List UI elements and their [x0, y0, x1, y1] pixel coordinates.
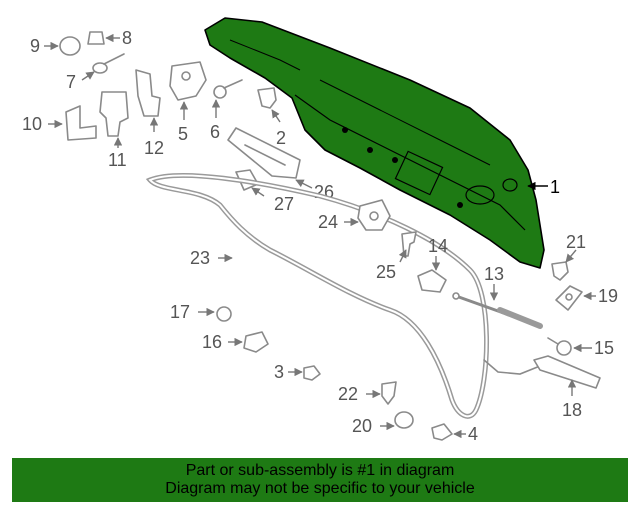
ballstud-part-15[interactable]: [547, 337, 572, 356]
callout-24: 24: [318, 212, 338, 232]
stop-part-22[interactable]: [381, 381, 397, 405]
footer-line-2: Diagram may not be specific to your vehi…: [165, 480, 475, 497]
cap-part-20[interactable]: [394, 411, 414, 429]
callout-5: 5: [178, 124, 188, 144]
callout-17: 17: [170, 302, 190, 322]
latch-part-24[interactable]: [357, 199, 391, 231]
hinge-part-11[interactable]: [99, 91, 129, 137]
callout-11: 11: [108, 150, 127, 170]
callout-18: 18: [562, 400, 582, 420]
bracket-part-19[interactable]: [555, 285, 583, 311]
bumper-part-21[interactable]: [551, 261, 569, 281]
weatherstrip-part-23[interactable]: [145, 172, 490, 419]
bolt-part-7[interactable]: [92, 53, 125, 74]
actuator-part-18[interactable]: [483, 355, 601, 389]
callout-10: 10: [22, 114, 42, 134]
callout-7: 7: [66, 72, 76, 92]
footer-line-1: Part or sub-assembly is #1 in diagram: [185, 462, 455, 479]
callout-6: 6: [210, 122, 220, 142]
parts-diagram: 1 9 8 7 10 11 12 5 6: [22, 17, 618, 444]
callout-1: 1: [550, 177, 560, 197]
bumper-part-2[interactable]: [257, 87, 277, 109]
handle-part-26[interactable]: [227, 127, 301, 179]
callout-22: 22: [338, 384, 358, 404]
hinge-part-5[interactable]: [169, 61, 207, 101]
footer-banner: Part or sub-assembly is #1 in diagram Di…: [12, 458, 628, 502]
clip-part-8[interactable]: [87, 31, 105, 45]
callout-13: 13: [484, 264, 504, 284]
callout-20: 20: [352, 416, 372, 436]
clip-part-4[interactable]: [431, 423, 453, 441]
callout-4: 4: [468, 424, 478, 444]
callout-25: 25: [376, 262, 396, 282]
callout-27: 27: [274, 194, 294, 214]
liftgate-part-1[interactable]: [204, 17, 545, 269]
callout-14: 14: [428, 236, 448, 256]
callout-9: 9: [30, 36, 40, 56]
callout-15: 15: [594, 338, 614, 358]
hinge-part-12[interactable]: [135, 69, 161, 117]
callout-12: 12: [144, 138, 164, 158]
fastener-part-3[interactable]: [303, 365, 321, 381]
clip-part-16[interactable]: [243, 331, 269, 353]
strut-part-13[interactable]: [452, 292, 543, 329]
callout-8: 8: [122, 28, 132, 48]
bolt-part-6[interactable]: [213, 79, 243, 99]
bracket-part-14[interactable]: [417, 269, 447, 293]
callout-19: 19: [598, 286, 618, 306]
callout-3: 3: [274, 362, 284, 382]
callout-23: 23: [190, 248, 210, 268]
callout-2: 2: [276, 128, 286, 148]
cap-part-9[interactable]: [59, 36, 81, 56]
bracket-part-10[interactable]: [65, 105, 97, 141]
grommet-part-17[interactable]: [216, 306, 232, 322]
callout-21: 21: [566, 232, 586, 252]
callout-16: 16: [202, 332, 222, 352]
